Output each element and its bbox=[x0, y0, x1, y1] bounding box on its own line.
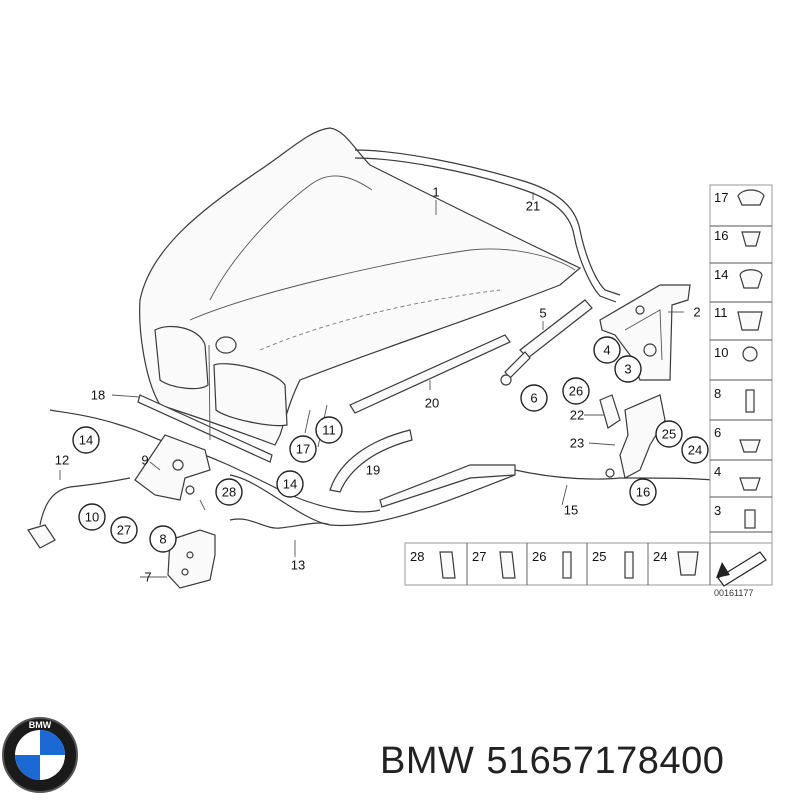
svg-text:BMW: BMW bbox=[29, 720, 52, 730]
seal-21 bbox=[354, 149, 621, 303]
leader-lines bbox=[59, 192, 684, 578]
callout-24: 24 bbox=[681, 436, 709, 464]
callout-17: 17 bbox=[289, 435, 317, 463]
callout-3: 3 bbox=[614, 355, 642, 383]
callout-3-label: 3 bbox=[624, 362, 631, 377]
callout-14a-label: 14 bbox=[79, 433, 93, 448]
label-13: 13 bbox=[291, 558, 305, 573]
label-23: 23 bbox=[570, 436, 584, 451]
callout-6: 6 bbox=[520, 384, 548, 412]
callout-10: 10 bbox=[78, 503, 106, 531]
callout-25-label: 25 bbox=[662, 427, 676, 442]
direction-arrow-icon bbox=[716, 551, 767, 587]
small-parts-column: 17 16 14 11 10 8 6 4 3 bbox=[709, 184, 773, 569]
small-parts-row: 28 27 26 25 24 00161177 bbox=[404, 542, 773, 598]
hood-lock-7 bbox=[167, 529, 216, 589]
label-7: 7 bbox=[144, 570, 151, 585]
bottom-num-28: 28 bbox=[410, 549, 424, 564]
screw-25-icon bbox=[624, 551, 634, 579]
callout-11: 11 bbox=[315, 416, 343, 444]
callout-25: 25 bbox=[655, 420, 683, 448]
callout-8: 8 bbox=[149, 525, 177, 553]
clip-27-icon bbox=[499, 551, 516, 579]
callout-4-label: 4 bbox=[603, 343, 610, 358]
callout-8-label: 8 bbox=[159, 532, 166, 547]
callout-27: 27 bbox=[110, 516, 138, 544]
bottom-num-27: 27 bbox=[472, 549, 486, 564]
hinge-2 bbox=[599, 284, 691, 381]
label-12: 12 bbox=[55, 453, 69, 468]
bottom-num-25: 25 bbox=[592, 549, 606, 564]
label-20: 20 bbox=[425, 396, 439, 411]
callout-17-label: 17 bbox=[296, 442, 310, 457]
callout-4: 4 bbox=[593, 336, 621, 364]
plain-labels: 1 21 2 5 18 20 22 23 19 12 9 15 13 7 bbox=[55, 185, 701, 585]
bottom-num-26: 26 bbox=[532, 549, 546, 564]
callout-14b-label: 14 bbox=[283, 477, 297, 492]
bmw-logo: BMW bbox=[2, 717, 78, 793]
callout-11-label: 11 bbox=[322, 423, 336, 438]
document-id: 00161177 bbox=[714, 588, 753, 598]
label-2: 2 bbox=[693, 305, 700, 320]
gas-strut-5 bbox=[500, 299, 593, 386]
nut-11-icon bbox=[737, 311, 763, 331]
side-num-4: 4 bbox=[714, 464, 721, 479]
label-18: 18 bbox=[91, 388, 105, 403]
clip-14-icon bbox=[739, 269, 763, 289]
clip-24-icon bbox=[677, 551, 699, 576]
side-num-14: 14 bbox=[714, 267, 728, 282]
clip-17-icon bbox=[737, 189, 765, 206]
nut-6-icon bbox=[739, 439, 761, 453]
callout-26-label: 26 bbox=[569, 384, 583, 399]
part-number: 51657178400 bbox=[486, 740, 725, 782]
label-15: 15 bbox=[564, 503, 578, 518]
label-19: 19 bbox=[366, 463, 380, 478]
side-num-16: 16 bbox=[714, 228, 728, 243]
side-num-3: 3 bbox=[714, 503, 721, 518]
callout-28: 28 bbox=[215, 478, 243, 506]
hood-panel bbox=[137, 127, 582, 463]
screw-10-icon bbox=[742, 346, 758, 362]
label-9: 9 bbox=[141, 453, 148, 468]
callout-16: 16 bbox=[629, 478, 657, 506]
cable-15 bbox=[379, 464, 718, 508]
callout-10-label: 10 bbox=[85, 510, 99, 525]
trim-19 bbox=[329, 429, 413, 493]
callout-14b: 14 bbox=[276, 470, 304, 498]
brand-name: BMW bbox=[380, 740, 475, 782]
nut-4-icon bbox=[739, 477, 761, 491]
latch-assembly bbox=[599, 394, 666, 479]
callout-26: 26 bbox=[562, 377, 590, 405]
brand-part-number: BMW 51657178400 bbox=[380, 740, 800, 790]
clip-28-icon bbox=[439, 551, 456, 579]
side-num-8: 8 bbox=[714, 386, 721, 401]
side-num-10: 10 bbox=[714, 345, 728, 360]
bolt-8-icon bbox=[745, 389, 755, 413]
label-22: 22 bbox=[570, 408, 584, 423]
callout-28-label: 28 bbox=[222, 485, 236, 500]
side-num-11: 11 bbox=[714, 305, 728, 320]
label-21: 21 bbox=[526, 199, 540, 214]
callout-24-label: 24 bbox=[688, 443, 702, 458]
release-bracket bbox=[134, 434, 211, 511]
clip-16-icon bbox=[741, 231, 761, 247]
bottom-num-24: 24 bbox=[653, 549, 667, 564]
side-num-17: 17 bbox=[714, 190, 728, 205]
callout-6-label: 6 bbox=[530, 391, 537, 406]
screw-26-icon bbox=[562, 551, 572, 579]
callout-14a: 14 bbox=[72, 426, 100, 454]
bolt-3-icon bbox=[744, 509, 756, 529]
label-1: 1 bbox=[432, 185, 439, 200]
label-5: 5 bbox=[539, 306, 546, 321]
callout-16-label: 16 bbox=[636, 485, 650, 500]
cable-13 bbox=[229, 474, 516, 529]
callout-27-label: 27 bbox=[117, 523, 131, 538]
side-num-6: 6 bbox=[714, 425, 721, 440]
